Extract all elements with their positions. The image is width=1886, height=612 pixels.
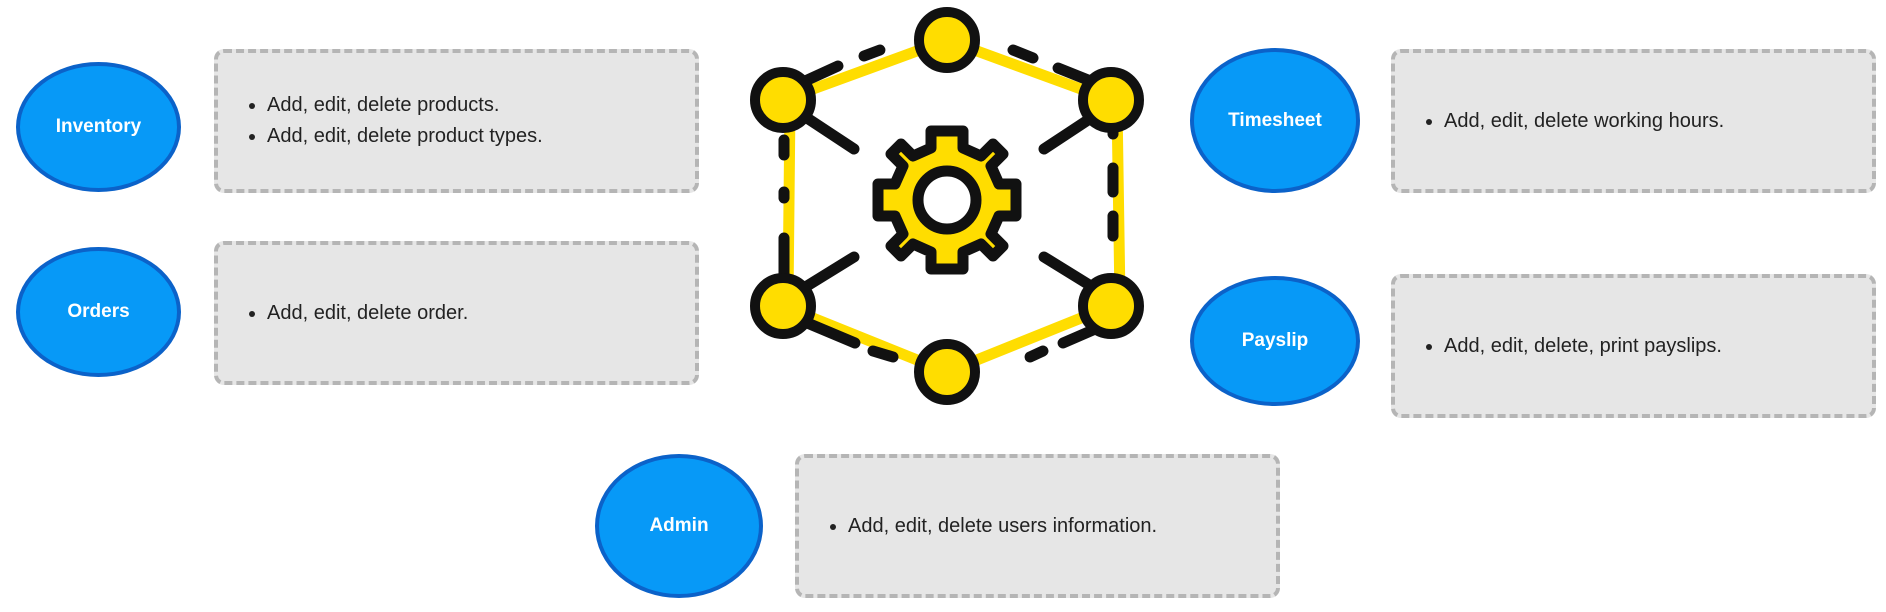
module-orders-label: Orders: [67, 301, 130, 322]
module-payslip: Payslip: [1190, 276, 1360, 406]
timesheet-features-list: Add, edit, delete working hours.: [1395, 106, 1724, 137]
module-timesheet: Timesheet: [1190, 48, 1360, 193]
list-item: Add, edit, delete, print payslips.: [1444, 331, 1722, 362]
node-upper-left: [750, 67, 816, 133]
module-inventory: Inventory: [16, 62, 181, 192]
payslip-features-box: Add, edit, delete, print payslips.: [1391, 274, 1876, 418]
node-bottom: [914, 339, 980, 405]
inventory-features-box: Add, edit, delete products. Add, edit, d…: [214, 49, 699, 193]
list-item: Add, edit, delete products.: [267, 90, 543, 121]
payslip-features-list: Add, edit, delete, print payslips.: [1395, 331, 1722, 362]
node-top: [914, 7, 980, 73]
module-payslip-label: Payslip: [1241, 330, 1309, 351]
module-orders: Orders: [16, 247, 181, 377]
admin-features-list: Add, edit, delete users information.: [799, 511, 1157, 542]
list-item: Add, edit, delete users information.: [848, 511, 1157, 542]
node-lower-left: [750, 273, 816, 339]
module-admin: Admin: [595, 454, 763, 598]
hub-nodes: [750, 7, 1144, 405]
module-timesheet-label: Timesheet: [1228, 109, 1322, 131]
inventory-features-list: Add, edit, delete products. Add, edit, d…: [218, 90, 543, 152]
hub-spokes: [801, 112, 1097, 292]
list-item: Add, edit, delete working hours.: [1444, 106, 1724, 137]
orders-features-box: Add, edit, delete order.: [214, 241, 699, 385]
admin-features-box: Add, edit, delete users information.: [795, 454, 1280, 598]
gear-icon: [872, 125, 1022, 275]
node-upper-right: [1078, 67, 1144, 133]
list-item: Add, edit, delete product types.: [267, 121, 543, 152]
timesheet-features-box: Add, edit, delete working hours.: [1391, 49, 1876, 193]
module-inventory-label: Inventory: [55, 116, 142, 137]
node-lower-right: [1078, 273, 1144, 339]
module-admin-label: Admin: [649, 515, 709, 536]
orders-features-list: Add, edit, delete order.: [218, 298, 468, 329]
list-item: Add, edit, delete order.: [267, 298, 468, 329]
network-gear-icon: [750, 7, 1144, 405]
